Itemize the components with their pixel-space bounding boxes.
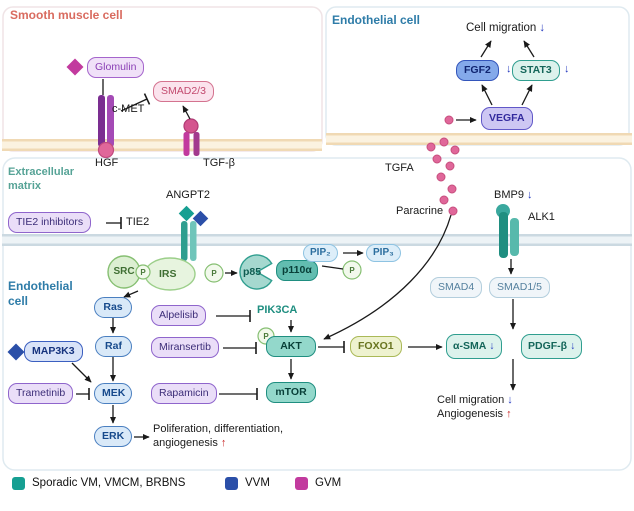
legend-swatch-sporadic-vm: [12, 477, 25, 490]
node-smad1-5: SMAD1/5: [489, 277, 550, 298]
node-smad2-3: SMAD2/3: [153, 81, 214, 102]
cmet-receptor: [97, 95, 115, 159]
node-erk: ERK: [94, 426, 132, 447]
node-p110a: p110α: [276, 260, 318, 281]
tgfb-receptor: [183, 118, 200, 156]
alpha-sma-text: α-SMA: [453, 340, 487, 352]
section-smooth-muscle-cell: Smooth muscle cell: [10, 8, 123, 22]
node-alpelisib: Alpelisib: [151, 305, 207, 326]
node-pip2: PIP₂: [303, 244, 338, 262]
text-migration-angiogenesis-outcome: Cell migration↓ Angiogenesis↑: [437, 394, 513, 422]
p85-shape: [239, 254, 273, 290]
inhibition-bars: [76, 93, 345, 400]
node-mek: MEK: [94, 383, 132, 404]
pathway-arrows: [71, 40, 535, 441]
node-fgf2: FGF2: [456, 60, 499, 81]
section-extracellular-matrix: Extracellular matrix: [8, 166, 75, 192]
label-tgf-beta: TGF-β: [203, 157, 235, 169]
legend-swatch-gvm: [295, 477, 308, 490]
membrane-endothelial-top: [326, 133, 632, 145]
node-src: SRC: [113, 266, 135, 277]
legend-label-sporadic-vm: Sporadic VM, VMCM, BRBNS: [32, 477, 186, 489]
gvm-diamond-icon: [66, 58, 84, 76]
alk1-receptor: [496, 204, 519, 258]
cell-migration-bottom-text: Cell migration: [437, 394, 505, 406]
phosphate-label-src: P: [140, 268, 146, 277]
node-alpha-sma: α-SMA↓: [446, 334, 502, 359]
legend-label-vvm: VVM: [245, 477, 270, 489]
angiogenesis-bottom-text: Angiogenesis: [437, 407, 504, 420]
node-tie2-inhibitors: TIE2 inhibitors: [8, 212, 92, 233]
bmp9-text: BMP9: [494, 189, 524, 201]
label-cell-migration-top: Cell migration↓: [466, 21, 545, 35]
phosphate-label-akt: P: [263, 332, 269, 341]
phosphate-label-irs: P: [211, 269, 217, 278]
section-endothelial-cell-bottom: Endothelial cell: [8, 279, 73, 308]
node-ras: Ras: [94, 297, 132, 318]
pdgf-beta-text: PDGF-β: [528, 340, 568, 352]
down-arrow-cell-migration-top: ↓: [539, 22, 546, 34]
down-arrow-alpha-sma: ↓: [489, 340, 495, 352]
label-tie2: TIE2: [126, 216, 150, 228]
label-hgf: HGF: [95, 157, 119, 169]
label-pik3ca: PIK3CA: [257, 304, 298, 316]
node-mtor: mTOR: [266, 382, 316, 403]
node-trametinib: Trametinib: [8, 383, 74, 404]
node-irs: IRS: [159, 268, 177, 280]
node-akt: AKT: [266, 336, 316, 357]
up-arrow-angiogenesis-bottom: ↑: [506, 407, 512, 420]
down-arrow-bmp9: ↓: [526, 189, 533, 201]
phosphate-label-pip: P: [349, 266, 355, 275]
node-vegfa: VEGFA: [481, 107, 533, 130]
receptor-signaling-complex: [107, 254, 362, 345]
section-endothelial-cell-top: Endothelial cell: [332, 13, 421, 27]
up-arrow-angiogenesis-left: ↑: [220, 436, 227, 449]
text-proliferation-outcome: Poliferation, differentiation, angiogene…: [153, 423, 283, 451]
cell-migration-top-text: Cell migration: [466, 22, 537, 34]
node-miransertib: Miransertib: [151, 337, 219, 358]
tie2-receptor: [181, 221, 197, 261]
label-alk1: ALK1: [528, 211, 555, 223]
node-raf: Raf: [95, 336, 132, 357]
node-foxo1: FOXO1: [350, 336, 402, 357]
phosphate-circle-pip: [342, 260, 362, 280]
proliferation-line2: angiogenesis: [153, 436, 218, 449]
node-pdgf-beta: PDGF-β↓: [521, 334, 583, 359]
node-pip3: PIP₃: [366, 244, 401, 262]
node-stat3: STAT3: [512, 60, 560, 81]
label-bmp9: BMP9↓: [494, 189, 532, 203]
label-angpt2: ANGPT2: [166, 189, 211, 201]
node-glomulin: Glomulin: [87, 57, 145, 78]
down-arrow-pdgf-beta: ↓: [570, 340, 576, 352]
label-tgfa: TGFA: [385, 162, 414, 174]
node-rapamicin: Rapamicin: [151, 383, 217, 404]
node-map3k3: MAP3K3: [24, 341, 83, 362]
vvm-diamond-icon: [192, 210, 209, 227]
down-arrow-fgf2: ↓: [506, 63, 512, 75]
node-smad4: SMAD4: [430, 277, 483, 298]
legend-label-gvm: GVM: [315, 477, 342, 489]
secreted-ligand-dots: [426, 115, 460, 216]
membrane-smooth-muscle: [2, 139, 322, 151]
vvm-diamond-icon-map3k3: [7, 343, 25, 361]
proliferation-line1: Poliferation, differentiation,: [153, 423, 284, 435]
down-arrow-cell-migration-bottom: ↓: [507, 394, 513, 406]
label-paracrine: Paracrine: [396, 205, 444, 217]
node-p85: p85: [243, 266, 262, 278]
label-cmet: c-MET: [112, 103, 145, 115]
vm-diamond-icon: [178, 205, 195, 222]
legend-swatch-vvm: [225, 477, 238, 490]
down-arrow-stat3: ↓: [564, 63, 570, 75]
